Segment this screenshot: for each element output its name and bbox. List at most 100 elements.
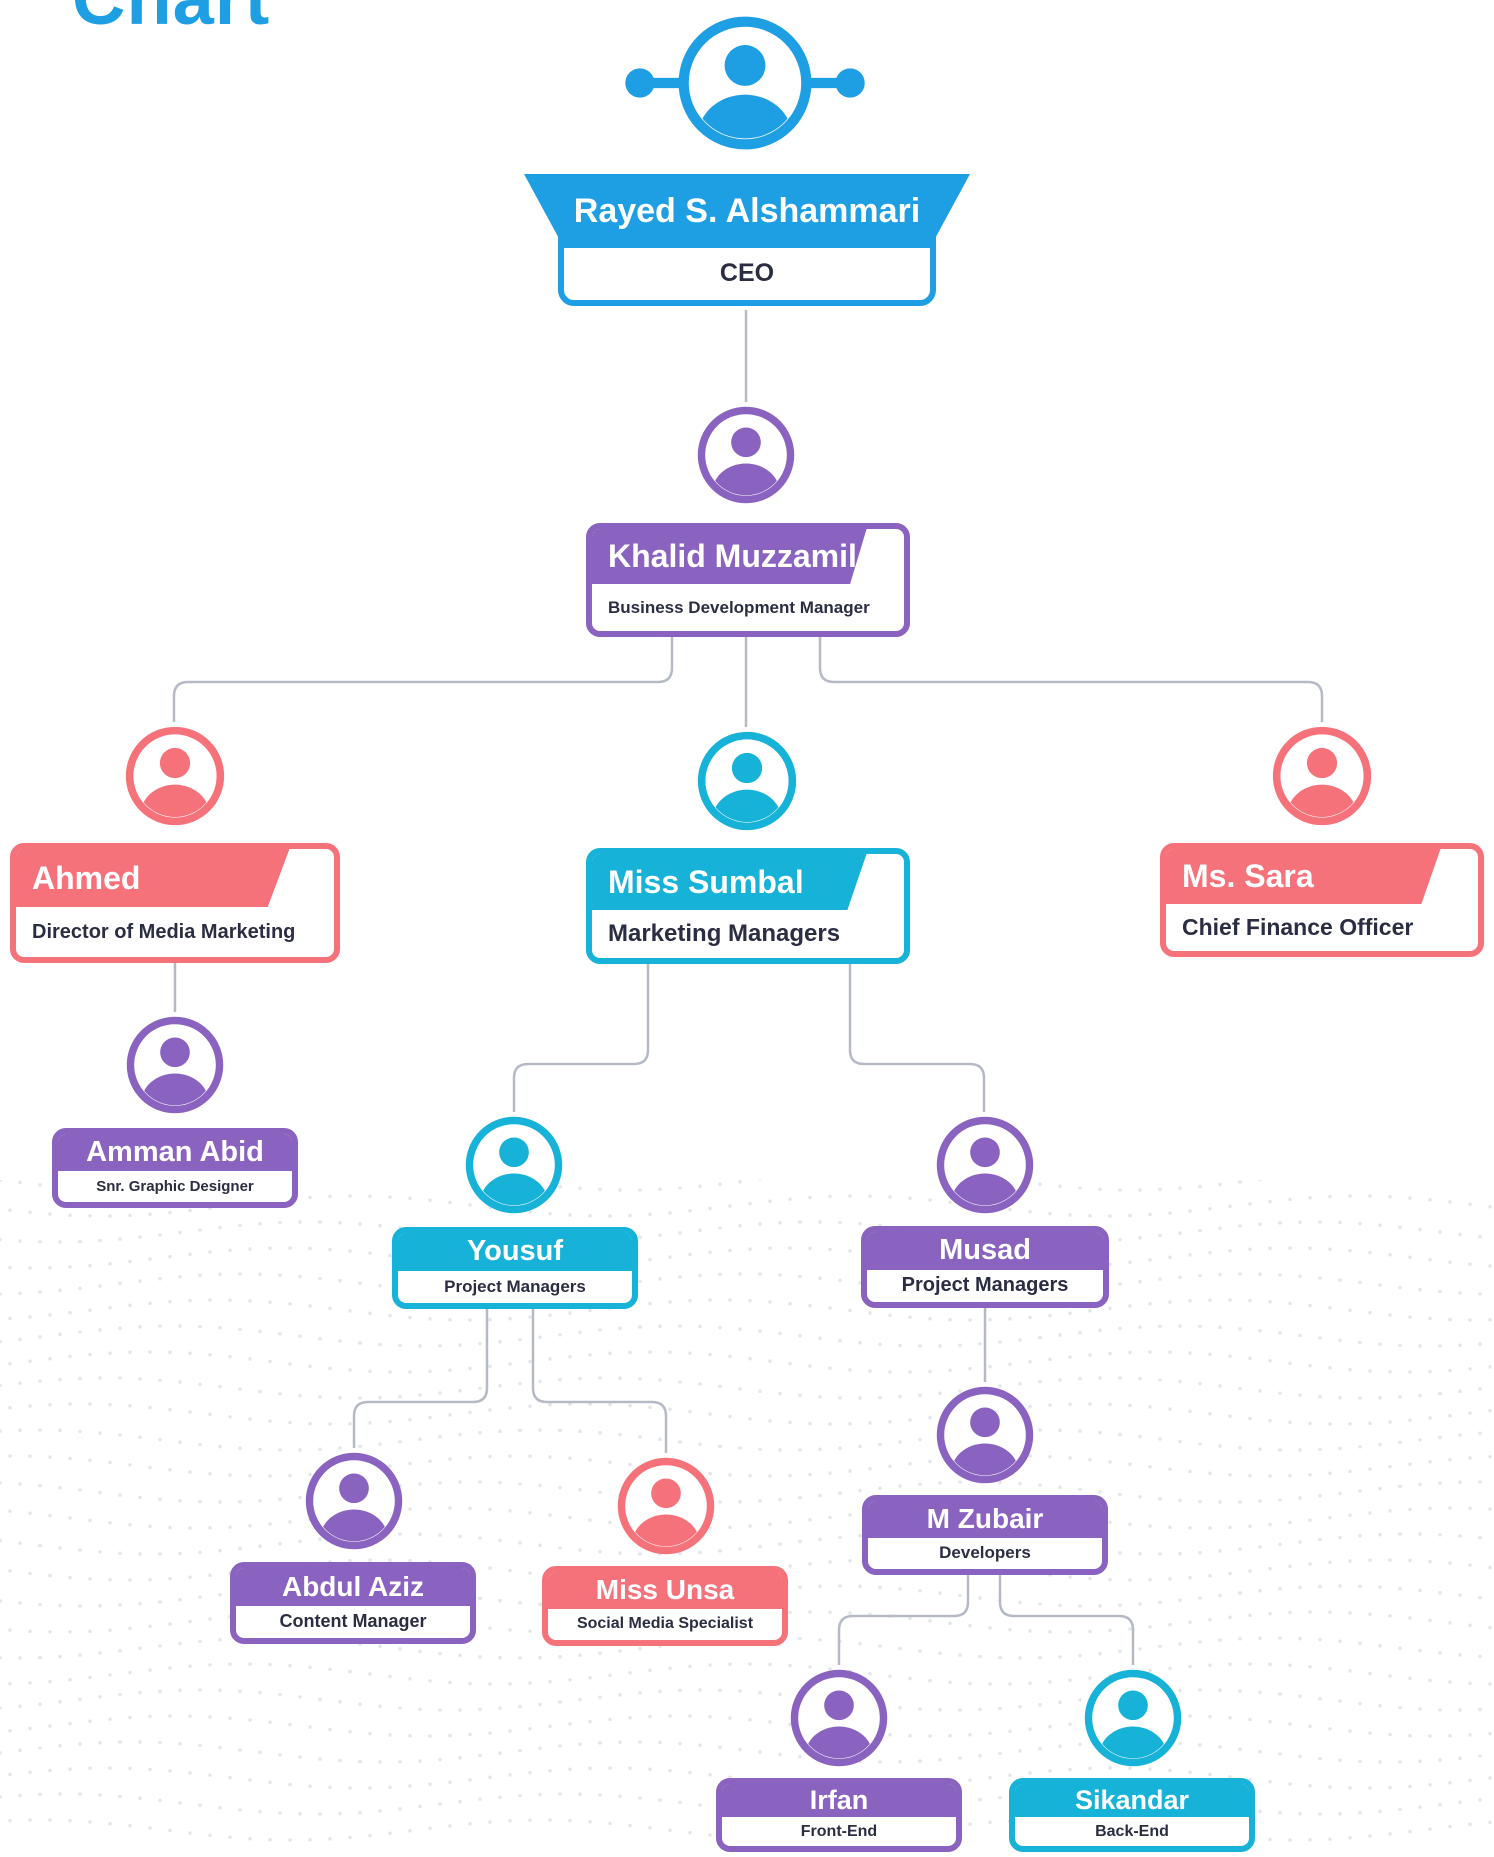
texture-dot bbox=[768, 1662, 772, 1667]
texture-dot bbox=[108, 1214, 112, 1218]
name-banner: Ms. Sara bbox=[1166, 849, 1441, 905]
connector-yousuf-abdul bbox=[352, 1309, 489, 1448]
texture-dot bbox=[618, 1551, 622, 1555]
texture-dot bbox=[478, 1341, 482, 1346]
texture-dot bbox=[1128, 1260, 1132, 1264]
texture-dot bbox=[1278, 1692, 1282, 1696]
texture-dot bbox=[558, 1332, 562, 1337]
texture-dot bbox=[78, 1429, 82, 1434]
texture-dot bbox=[1058, 1700, 1062, 1705]
texture-dot bbox=[1448, 1368, 1452, 1373]
texture-dot bbox=[688, 1714, 692, 1718]
texture-dot bbox=[1338, 1338, 1342, 1343]
texture-dot bbox=[1278, 1497, 1282, 1502]
texture-dot bbox=[788, 1520, 792, 1524]
texture-dot bbox=[1188, 1620, 1192, 1624]
texture-dot bbox=[768, 1419, 772, 1423]
texture-dot bbox=[1468, 1733, 1472, 1737]
texture-dot bbox=[878, 1760, 882, 1764]
texture-dot bbox=[1448, 1680, 1452, 1684]
texture-dot bbox=[328, 1422, 332, 1426]
texture-dot bbox=[128, 1670, 132, 1675]
texture-dot bbox=[98, 1328, 102, 1332]
texture-dot bbox=[628, 1462, 632, 1467]
texture-dot bbox=[378, 1760, 382, 1764]
texture-dot bbox=[1478, 1595, 1482, 1600]
texture-dot bbox=[188, 1575, 192, 1579]
texture-dot bbox=[1158, 1552, 1162, 1556]
texture-dot bbox=[848, 1611, 852, 1615]
texture-dot bbox=[1118, 1376, 1122, 1380]
texture-dot bbox=[708, 1471, 712, 1476]
texture-dot bbox=[1178, 1379, 1182, 1384]
texture-dot bbox=[418, 1482, 422, 1486]
texture-dot bbox=[848, 1469, 852, 1473]
texture-dot bbox=[208, 1250, 212, 1254]
texture-dot bbox=[708, 1663, 712, 1667]
texture-dot bbox=[1428, 1369, 1432, 1374]
texture-dot bbox=[178, 1641, 182, 1646]
yousuf-avatar-icon bbox=[461, 1112, 567, 1218]
texture-dot bbox=[258, 1272, 262, 1277]
texture-dot bbox=[548, 1513, 552, 1517]
texture-dot bbox=[1288, 1610, 1292, 1615]
texture-dot bbox=[218, 1592, 222, 1597]
texture-dot bbox=[1108, 1520, 1112, 1524]
texture-dot bbox=[1368, 1310, 1372, 1315]
texture-dot bbox=[1338, 1220, 1342, 1225]
khalid-avatar-icon bbox=[693, 402, 799, 508]
texture-dot bbox=[558, 1744, 562, 1748]
texture-dot bbox=[758, 1690, 762, 1695]
texture-dot bbox=[1228, 1615, 1232, 1620]
name-banner: Musad bbox=[867, 1232, 1103, 1270]
texture-dot bbox=[1278, 1636, 1282, 1640]
texture-dot bbox=[828, 1560, 832, 1564]
texture-dot bbox=[148, 1714, 152, 1719]
texture-dot bbox=[1368, 1671, 1372, 1676]
texture-dot bbox=[618, 1740, 622, 1744]
texture-dot bbox=[38, 1746, 42, 1750]
texture-dot bbox=[358, 1759, 362, 1764]
texture-dot bbox=[1428, 1197, 1432, 1202]
texture-dot bbox=[1358, 1641, 1362, 1646]
texture-dot bbox=[1418, 1438, 1422, 1442]
texture-dot bbox=[1238, 1327, 1242, 1331]
texture-dot bbox=[1388, 1732, 1392, 1737]
texture-dot bbox=[518, 1337, 522, 1342]
texture-dot bbox=[1288, 1520, 1292, 1525]
texture-dot bbox=[1208, 1573, 1212, 1578]
texture-dot bbox=[168, 1254, 172, 1259]
texture-dot bbox=[928, 1618, 932, 1623]
texture-dot bbox=[1058, 1378, 1062, 1382]
texture-dot bbox=[708, 1206, 712, 1211]
texture-dot bbox=[1018, 1481, 1022, 1486]
texture-dot bbox=[1218, 1688, 1222, 1692]
texture-dot bbox=[108, 1717, 112, 1721]
texture-dot bbox=[1078, 1487, 1082, 1492]
texture-dot bbox=[158, 1437, 162, 1442]
texture-dot bbox=[948, 1368, 952, 1373]
node-yousuf: Yousuf Project Managers bbox=[392, 1227, 638, 1309]
texture-dot bbox=[838, 1446, 842, 1450]
texture-dot bbox=[678, 1551, 682, 1556]
texture-dot bbox=[748, 1524, 752, 1528]
texture-dot bbox=[198, 1639, 202, 1644]
texture-dot bbox=[668, 1714, 672, 1718]
texture-dot bbox=[1158, 1497, 1162, 1501]
texture-dot bbox=[758, 1389, 762, 1394]
texture-dot bbox=[838, 1278, 842, 1283]
texture-dot bbox=[1188, 1209, 1192, 1213]
name-banner: Abdul Aziz bbox=[236, 1568, 470, 1606]
texture-dot bbox=[808, 1364, 812, 1368]
texture-dot bbox=[1278, 1752, 1282, 1756]
texture-dot bbox=[1448, 1733, 1452, 1738]
texture-dot bbox=[38, 1428, 42, 1432]
user-avatar-icon bbox=[126, 1016, 224, 1114]
texture-dot bbox=[968, 1623, 972, 1628]
texture-dot bbox=[518, 1600, 522, 1605]
texture-dot bbox=[1318, 1394, 1322, 1399]
texture-dot bbox=[798, 1585, 802, 1589]
texture-dot bbox=[98, 1695, 102, 1699]
texture-dot bbox=[1268, 1662, 1272, 1667]
texture-dot bbox=[278, 1752, 282, 1757]
